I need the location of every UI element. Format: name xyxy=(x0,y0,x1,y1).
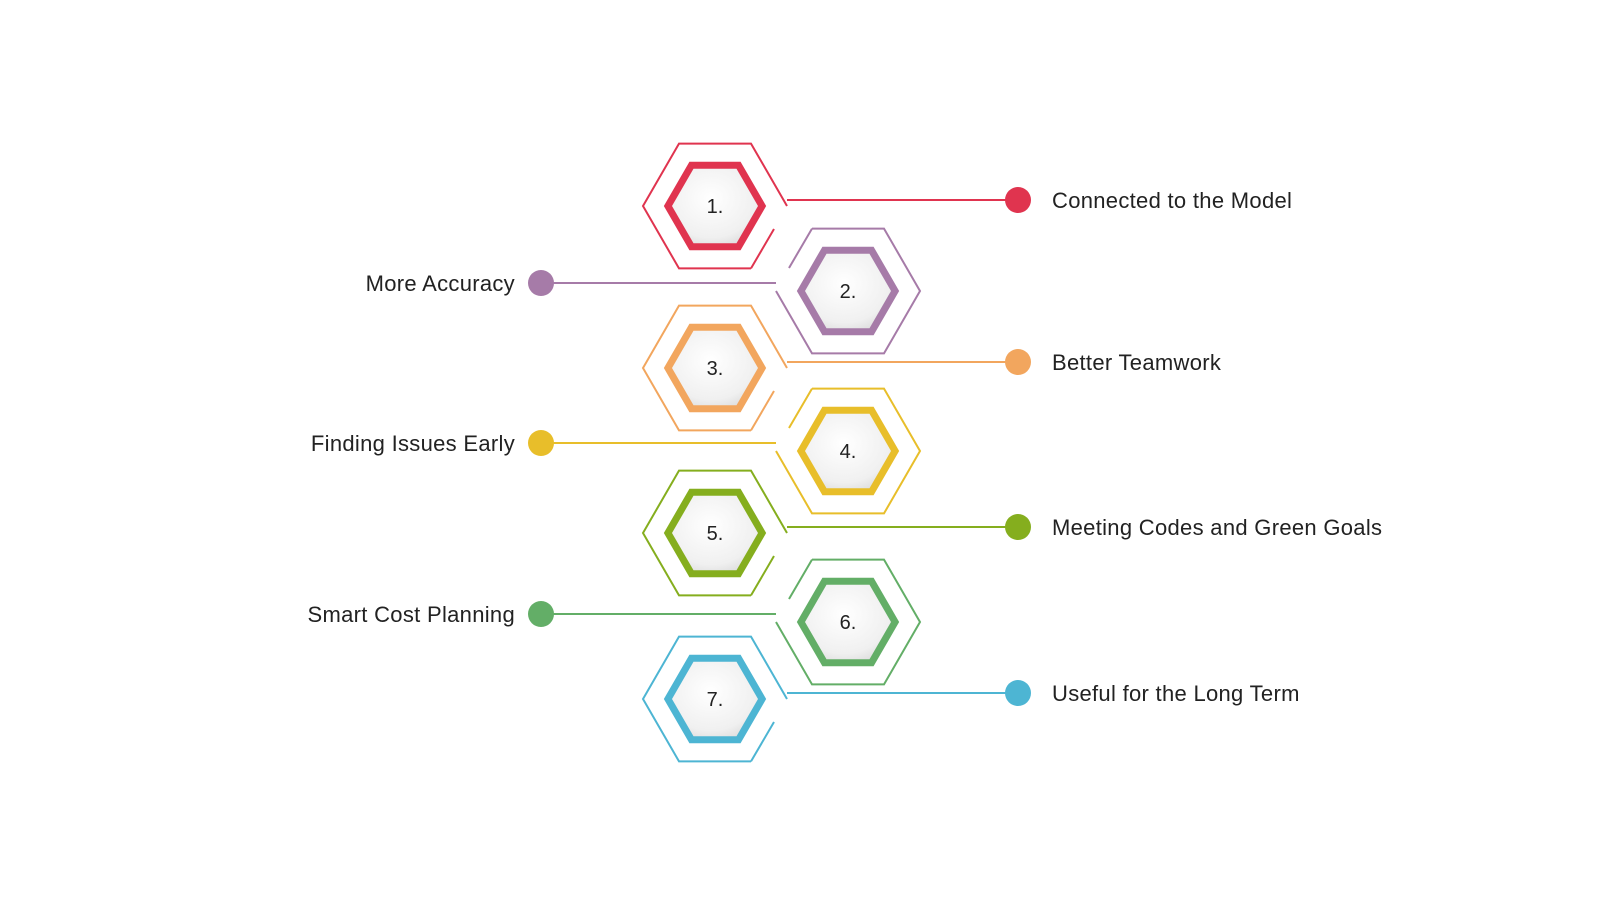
hexagon-inner xyxy=(805,253,891,329)
hexagon-outline xyxy=(775,227,922,355)
step-number: 7. xyxy=(707,689,724,711)
hexagon-outline xyxy=(641,142,788,270)
step-6: 6. Smart Cost Planning xyxy=(308,558,922,686)
hexagon-inner xyxy=(672,168,758,244)
step-1: 1. Connected to the Model xyxy=(641,142,1292,270)
step-number: 2. xyxy=(840,281,857,303)
step-label: Meeting Codes and Green Goals xyxy=(1052,515,1382,540)
connector-dot xyxy=(528,601,554,627)
connector-dot xyxy=(1005,187,1031,213)
step-number: 5. xyxy=(707,523,724,545)
connector-dot xyxy=(1005,514,1031,540)
step-label: Finding Issues Early xyxy=(311,431,515,456)
hexagon-inner xyxy=(672,330,758,406)
step-label: More Accuracy xyxy=(366,271,515,296)
step-label: Connected to the Model xyxy=(1052,188,1292,213)
hexagon-outline xyxy=(775,558,922,686)
step-7: 7. Useful for the Long Term xyxy=(641,635,1300,763)
hexagon-outline xyxy=(775,387,922,515)
hexagon-outline xyxy=(641,304,788,432)
step-label: Smart Cost Planning xyxy=(308,602,515,627)
connector-dot xyxy=(1005,680,1031,706)
step-label: Useful for the Long Term xyxy=(1052,681,1300,706)
step-number: 1. xyxy=(707,196,724,218)
hexagon-outline xyxy=(641,635,788,763)
step-number: 4. xyxy=(840,441,857,463)
step-4: 4. Finding Issues Early xyxy=(311,387,922,515)
step-5: 5. Meeting Codes and Green Goals xyxy=(641,469,1382,597)
step-number: 6. xyxy=(840,612,857,634)
hexagon-outline xyxy=(641,469,788,597)
step-3: 3. Better Teamwork xyxy=(641,304,1222,432)
step-label: Better Teamwork xyxy=(1052,350,1222,375)
hexagon-inner xyxy=(805,584,891,660)
connector-dot xyxy=(528,270,554,296)
hexagon-inner xyxy=(672,495,758,571)
connector-dot xyxy=(1005,349,1031,375)
step-number: 3. xyxy=(707,358,724,380)
steps-layer: 1. Connected to the Model 2. More Accuracy 3… xyxy=(308,142,1382,763)
connector-dot xyxy=(528,430,554,456)
hexagon-inner xyxy=(805,413,891,489)
hexagon-inner xyxy=(672,661,758,737)
step-2: 2. More Accuracy xyxy=(366,227,922,355)
